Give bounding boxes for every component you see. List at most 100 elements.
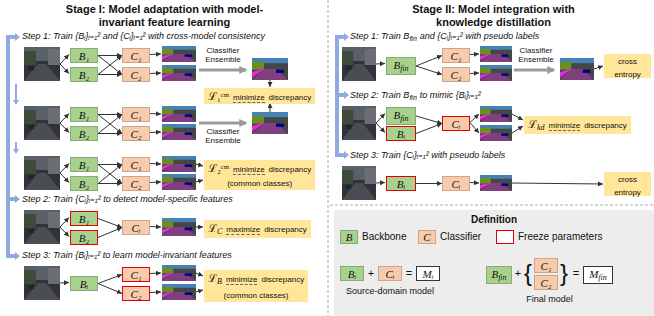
symbol-label: Bᵢ — [348, 268, 356, 280]
backbone-box: B₂ — [70, 230, 98, 245]
segmentation-image — [560, 58, 594, 80]
text-line: ℒCmaximizediscrepancy — [208, 221, 307, 237]
segmentation-image — [162, 124, 196, 140]
operator: = — [570, 266, 582, 280]
symbol-label: C₂ — [450, 69, 461, 81]
input-image — [24, 47, 60, 81]
classifier-box: C₁ — [534, 258, 558, 273]
backbone-box: B₁ — [70, 48, 98, 63]
loss-text: minimize — [233, 93, 265, 103]
flow-arrow — [150, 73, 161, 75]
classifier-box: C₁ — [442, 48, 470, 63]
flow-arrow — [470, 123, 479, 134]
segmentation-image — [162, 65, 196, 81]
loss-note: (common classes) — [224, 291, 289, 300]
text-line: Mᵢ — [423, 267, 434, 280]
symbol-label: C₂ — [130, 128, 141, 140]
step-caption: Step 3: Train {Cᵢ}ᵢ₌₁² with pseudo label… — [350, 150, 505, 161]
flow-arrow — [196, 290, 203, 292]
legend-text: Backbone — [362, 231, 406, 243]
definition-panel: DefinitionBᵢCᵢMᵢBfinC₁C₂Mfin — [334, 210, 654, 316]
flow-arrow — [150, 54, 161, 56]
classifier-box: C₁ — [122, 157, 150, 172]
model-caption: Final model — [486, 294, 613, 304]
symbol-label: B₂ — [79, 178, 90, 190]
classifier-box: C₁ — [122, 267, 150, 282]
text-line: C₂ — [130, 287, 141, 300]
text-line: C₂ — [130, 68, 141, 81]
subscript-label: B — [217, 277, 222, 286]
flow-arrow — [512, 114, 523, 120]
loss-box: ℒ₂ᶜᵐminimizediscrepancy (common classes) — [204, 160, 315, 190]
loss-text: discrepancy — [261, 275, 304, 284]
loss-note: (common classes) — [227, 179, 292, 188]
symbol-label: B₁ — [79, 109, 90, 121]
swatch-letter: C — [418, 230, 436, 244]
loss-symbol: ℒ — [208, 222, 217, 234]
flow-arrow — [150, 163, 161, 165]
classifier-box: C₂ — [534, 275, 558, 290]
connector-arrow — [98, 219, 122, 228]
loss-text: cross entropy — [614, 175, 641, 197]
classifier-box: Cᵢ — [442, 116, 470, 131]
segmentation-image — [162, 218, 196, 236]
symbol-label: Bᵢ — [80, 278, 88, 290]
loop-arrow — [15, 33, 20, 41]
text-line: C₁ — [130, 108, 141, 121]
ensemble-label: Classifier Ensemble — [198, 46, 248, 64]
connector-arrow — [416, 116, 442, 124]
segmentation-image — [162, 284, 196, 300]
text-line: B₁ — [79, 49, 90, 62]
flow-arrow — [196, 164, 203, 166]
ensemble-arrow — [199, 69, 246, 72]
stage-title: Stage II: Model integration with knowled… — [391, 3, 596, 29]
backbone-box: Bᵢ — [386, 176, 416, 191]
text-line: Cᵢ — [131, 221, 140, 234]
flow-arrow — [470, 54, 479, 56]
segmentation-image — [480, 125, 512, 141]
text-line: Bfin — [491, 267, 506, 283]
loss-symbol: ℒ₂ᶜᵐ — [208, 162, 229, 174]
symbol-label: B₁ — [79, 213, 90, 225]
ensemble-arrow — [199, 70, 554, 123]
flow-arrow — [376, 63, 385, 65]
text-line: ℒ₂ᶜᵐminimizediscrepancy — [208, 161, 311, 175]
flow-arrow — [60, 173, 69, 183]
symbol-label: M — [589, 268, 598, 280]
flow-arrow — [60, 64, 69, 74]
connector-arrow — [416, 124, 442, 134]
flow-arrow — [60, 114, 69, 124]
backbone-box: B₂ — [70, 67, 98, 82]
flow-arrow — [150, 273, 161, 275]
text-line: (common classes) — [224, 287, 289, 301]
text-line: B₂ — [79, 127, 90, 140]
segmentation-image — [252, 58, 288, 80]
backbone-box: Bfin — [386, 107, 416, 125]
loss-text: cross entropy — [614, 57, 641, 79]
text-line: ℒkdminimizediscrepancy — [528, 117, 627, 133]
loop-arrow — [8, 197, 15, 201]
loss-box: ℒkdminimizediscrepancy — [524, 116, 631, 134]
segmentation-image — [162, 174, 196, 190]
flow-arrow — [196, 273, 203, 276]
text-line: ℒ₁ᶜᵐminimizediscrepancy — [208, 89, 311, 103]
symbol-label: B₁ — [79, 159, 90, 171]
loss-text: discrepancy — [269, 165, 312, 174]
input-image — [24, 266, 60, 300]
text-line: Cᵢ — [385, 267, 394, 280]
step-caption: Step 1: Train {Bᵢ}ᵢ₌₁² and {Cᵢ}ᵢ₌₁² with… — [22, 31, 265, 42]
text-line: cross entropy — [608, 53, 647, 79]
flow-arrow — [270, 103, 271, 112]
backbone-box: B₁ — [70, 107, 98, 122]
classifier-box: C₂ — [122, 67, 150, 82]
text-line: C₂ — [130, 127, 141, 140]
symbol-label: B — [491, 268, 498, 280]
loop-arrow — [13, 149, 19, 154]
loss-box: cross entropy — [604, 172, 651, 196]
classifier-box: C₁ — [122, 107, 150, 122]
symbol-label: C₁ — [130, 109, 141, 121]
brace: } — [559, 256, 569, 290]
symbol-label: Bᵢ — [397, 178, 405, 190]
step-caption-part: Step 2: Train B — [350, 90, 409, 100]
loss-text: minimize — [226, 275, 258, 285]
